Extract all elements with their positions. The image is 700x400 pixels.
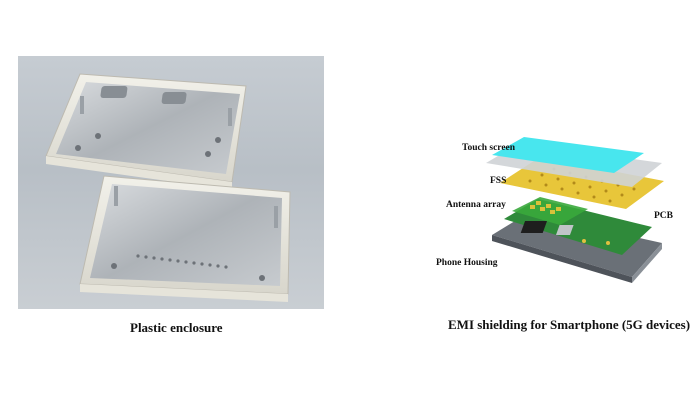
label-pcb: PCB [654,211,673,221]
label-touch-screen: Touch screen [462,143,516,153]
emi-shielding-caption: EMI shielding for Smartphone (5G devices… [448,317,691,332]
enclosure-illustration [45,73,291,302]
label-antenna-array: Antenna array [446,200,506,210]
plastic-enclosure-caption: Plastic enclosure [130,320,223,335]
antenna-array-layer [512,197,588,225]
exploded-layers-illustration [486,137,664,283]
touch-screen-layer [486,137,662,187]
label-fss: FSS [490,176,507,186]
label-phone-housing: Phone Housing [436,258,498,268]
emi-exploded-diagram: Touch screen FSS Antenna array PCB Phone… [400,125,700,300]
enclosure-top-half [45,73,247,190]
enclosure-bottom-half [79,175,291,302]
plastic-enclosure-photo [18,56,324,309]
